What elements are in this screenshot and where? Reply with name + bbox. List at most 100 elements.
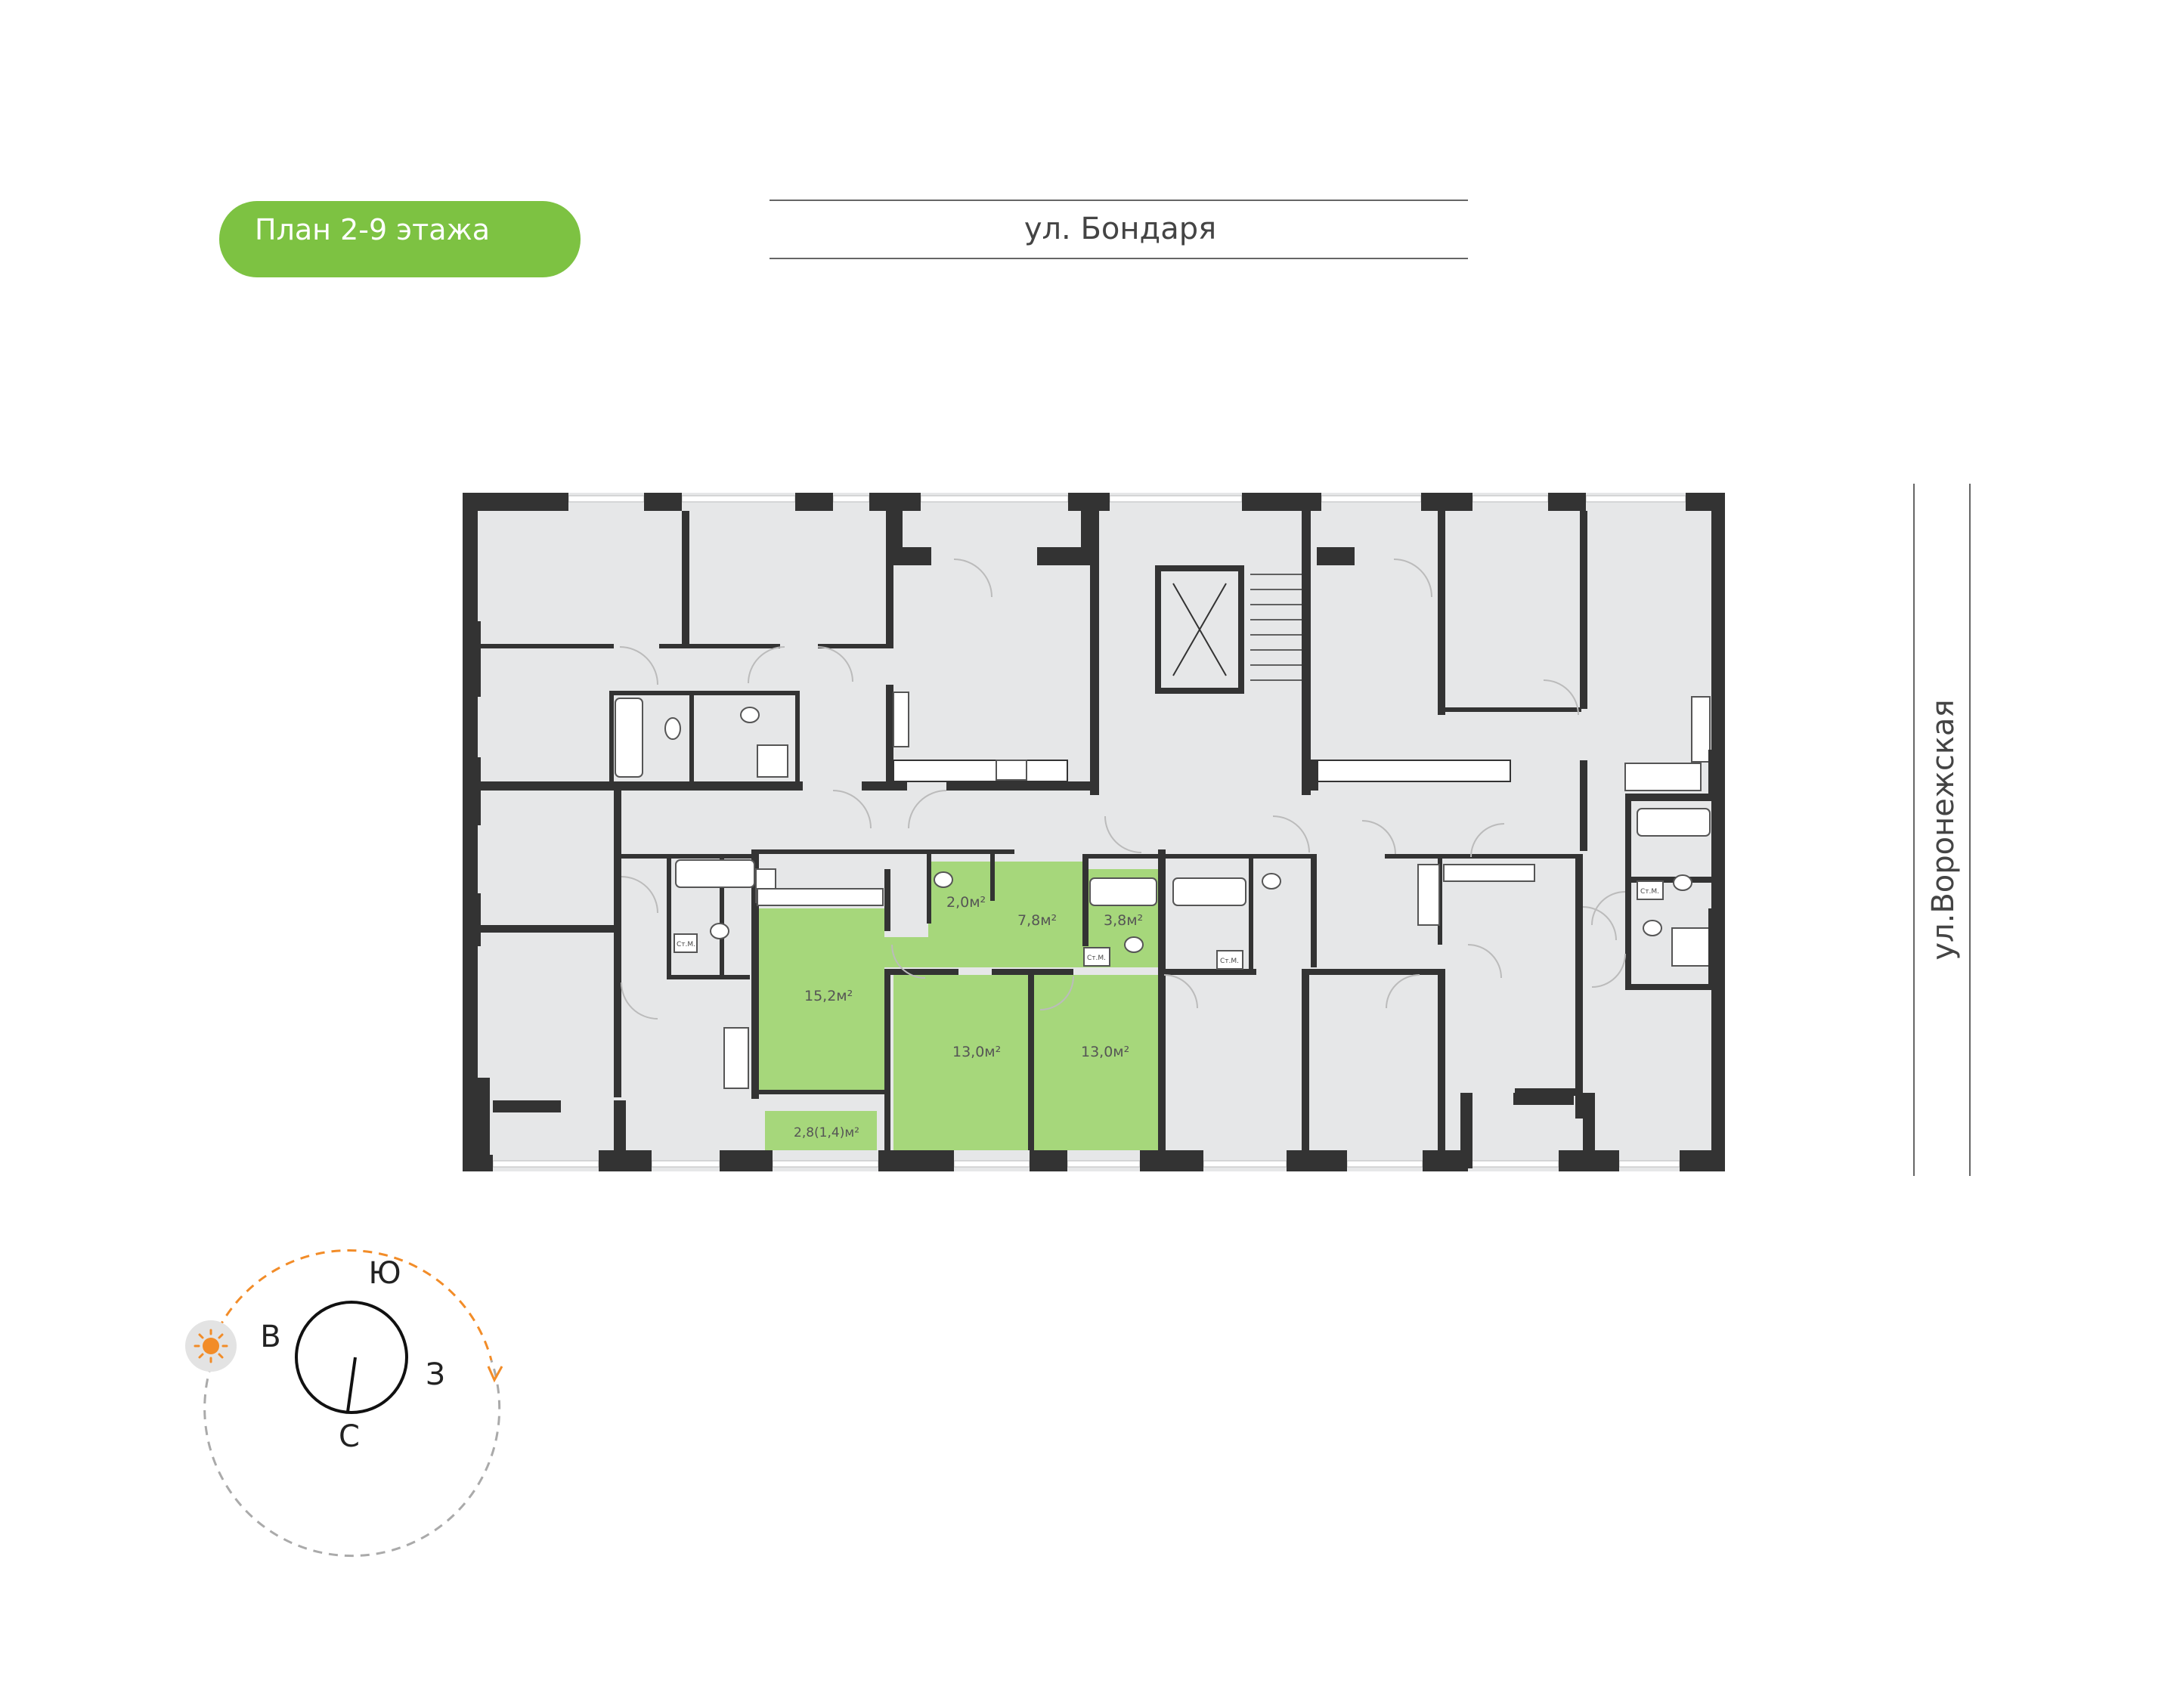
wall <box>795 493 833 511</box>
wall <box>1082 854 1088 946</box>
bathtub-icon <box>1089 877 1157 906</box>
area-label-kitchen-living: 15,2м² <box>804 988 853 1004</box>
wall <box>884 869 890 931</box>
wall <box>1030 1150 1067 1171</box>
area-label-bedroom-1: 13,0м² <box>952 1044 1001 1060</box>
wall <box>1708 908 1725 984</box>
compass-east-label: В <box>260 1320 280 1354</box>
doors <box>619 559 1626 1020</box>
sun-path-arrow-icon <box>487 1366 503 1383</box>
outer-walls <box>463 493 1725 1171</box>
wall <box>621 854 757 859</box>
wall <box>609 691 614 781</box>
window <box>953 1160 1030 1168</box>
wall <box>1625 794 1631 990</box>
washer-label: Ст.М. <box>1087 955 1106 962</box>
wall <box>463 493 568 511</box>
toilet-icon <box>934 871 953 888</box>
wall <box>1317 547 1355 565</box>
hall-room[interactable] <box>993 862 1087 967</box>
compass-south-label: Ю <box>368 1256 401 1291</box>
wall <box>1423 1150 1468 1171</box>
wall <box>1580 760 1587 851</box>
wall <box>1580 511 1587 709</box>
wall <box>720 854 724 975</box>
balcony-room[interactable] <box>765 1111 877 1150</box>
window <box>651 1160 720 1168</box>
wall <box>463 1155 493 1171</box>
wall <box>1711 493 1725 1171</box>
area-label-hall: 7,8м² <box>1017 912 1057 929</box>
window <box>1346 1160 1423 1168</box>
kitchen-counter-icon <box>1443 864 1535 882</box>
toilet-icon <box>710 923 729 939</box>
wall <box>478 781 803 791</box>
bathtub-icon <box>675 859 755 888</box>
wall <box>1287 1150 1347 1171</box>
wall <box>1310 760 1511 782</box>
wall <box>609 691 798 695</box>
washer-icon <box>674 933 698 953</box>
wall <box>1140 1150 1203 1171</box>
wall <box>886 685 893 791</box>
washer-label: Ст.М. <box>1220 958 1239 965</box>
wall <box>1680 1150 1725 1171</box>
bedroom-1-room[interactable] <box>893 975 1030 1150</box>
wall <box>1548 493 1586 511</box>
wall <box>478 925 618 933</box>
wall <box>884 969 890 1150</box>
wall <box>1028 975 1034 1150</box>
wall <box>869 493 921 511</box>
compass-needle <box>346 1357 357 1413</box>
floor-badge-pill <box>219 201 581 277</box>
wall <box>1302 511 1311 795</box>
area-label-bedroom-2: 13,0м² <box>1081 1044 1129 1060</box>
floor-badge-label: План 2-9 этажа <box>255 213 490 246</box>
interior-walls <box>478 511 1716 1168</box>
compass-west-label: З <box>426 1357 445 1392</box>
window <box>1203 1160 1287 1168</box>
stairs <box>1250 574 1302 681</box>
window <box>1585 495 1686 503</box>
wall <box>757 1090 884 1094</box>
wall <box>1311 760 1318 791</box>
bathtub-icon <box>615 698 643 778</box>
wall <box>667 975 750 979</box>
kitchen-counter-icon <box>757 888 884 906</box>
wall <box>1081 511 1090 556</box>
sink-icon <box>1691 696 1711 763</box>
wall <box>1087 854 1160 859</box>
wall <box>1421 493 1472 511</box>
compass-north-label: С <box>339 1419 360 1454</box>
wall <box>992 969 1073 975</box>
toilet-icon <box>1124 936 1144 953</box>
window <box>568 495 645 503</box>
toilet-icon <box>740 707 760 723</box>
wall <box>890 969 958 975</box>
sink-icon <box>893 692 909 747</box>
wall <box>1460 1093 1472 1168</box>
wall <box>1302 969 1438 975</box>
toilet-icon <box>1643 920 1662 936</box>
street-top-label: ул. Бондаря <box>1024 212 1216 246</box>
wall <box>463 621 481 697</box>
window <box>920 495 1069 503</box>
bedroom-2-room[interactable] <box>1033 975 1164 1150</box>
wall <box>1438 969 1445 1150</box>
wall <box>990 854 995 901</box>
wall <box>659 644 780 648</box>
selected-apartment[interactable] <box>757 862 1164 1150</box>
window <box>1472 495 1549 503</box>
shower-icon <box>757 744 788 778</box>
compass: Ю В З С <box>185 1249 503 1558</box>
wall <box>1249 859 1253 972</box>
washer-icon <box>1216 950 1243 970</box>
wall <box>599 1150 652 1171</box>
night-path-arc <box>203 1360 501 1558</box>
wall <box>478 1078 490 1168</box>
sun-icon-core <box>203 1338 219 1354</box>
wall <box>893 511 903 556</box>
floor-badge[interactable]: План 2-9 этажа <box>219 201 581 277</box>
sun-path-arc <box>210 1249 493 1361</box>
